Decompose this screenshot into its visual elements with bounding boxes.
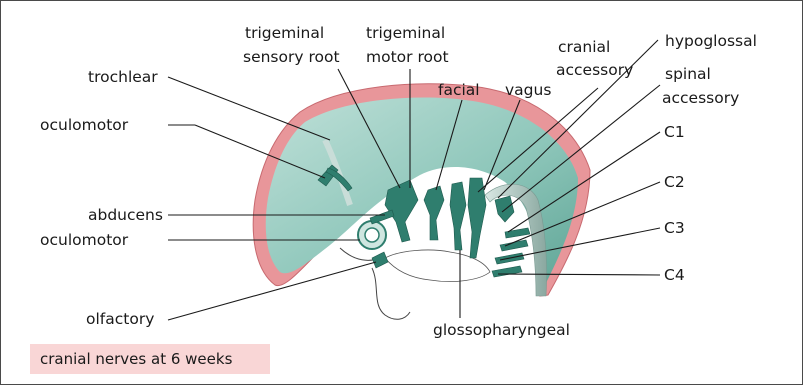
label-trochlear: trochlear: [88, 68, 158, 86]
label-c1: C1: [664, 123, 685, 141]
label-oculomotor-bottom: oculomotor: [40, 231, 129, 249]
label-c3: C3: [664, 219, 685, 237]
label-cranial-accessory-2: accessory: [556, 61, 633, 79]
label-cranial-accessory-1: cranial: [558, 38, 610, 56]
label-olfactory: olfactory: [86, 310, 154, 328]
c2-nerve: [500, 240, 528, 251]
hypoglossal-nerve: [495, 196, 514, 222]
facial-nerve: [424, 186, 444, 240]
label-oculomotor-top: oculomotor: [40, 116, 129, 134]
label-trigeminal-motor-1: trigeminal: [366, 24, 445, 42]
label-hypoglossal: hypoglossal: [665, 32, 757, 50]
label-c4: C4: [664, 266, 685, 284]
c4-nerve: [492, 266, 522, 277]
c1-nerve: [505, 228, 530, 238]
label-facial: facial: [438, 81, 480, 99]
label-spinal-accessory-1: spinal: [665, 65, 711, 83]
leader-lines: [168, 40, 660, 320]
figure-caption: cranial nerves at 6 weeks: [40, 350, 232, 368]
label-abducens: abducens: [88, 206, 163, 224]
lens: [365, 228, 379, 242]
jaw-outline: [372, 268, 410, 319]
glossopharyngeal-nerve: [450, 182, 466, 250]
label-glossopharyngeal: glossopharyngeal: [433, 321, 570, 339]
vagus-nerve: [468, 178, 486, 258]
trigeminal-branch: [370, 210, 394, 224]
label-spinal-accessory-2: accessory: [662, 89, 739, 107]
label-trigeminal-motor-2: motor root: [366, 48, 449, 66]
olfactory-nerve: [372, 252, 388, 268]
leader-c4: [498, 274, 660, 275]
label-c2: C2: [664, 173, 685, 191]
label-vagus: vagus: [505, 81, 551, 99]
label-trigeminal-sensory-2: sensory root: [243, 48, 340, 66]
label-trigeminal-sensory-1: trigeminal: [245, 24, 324, 42]
